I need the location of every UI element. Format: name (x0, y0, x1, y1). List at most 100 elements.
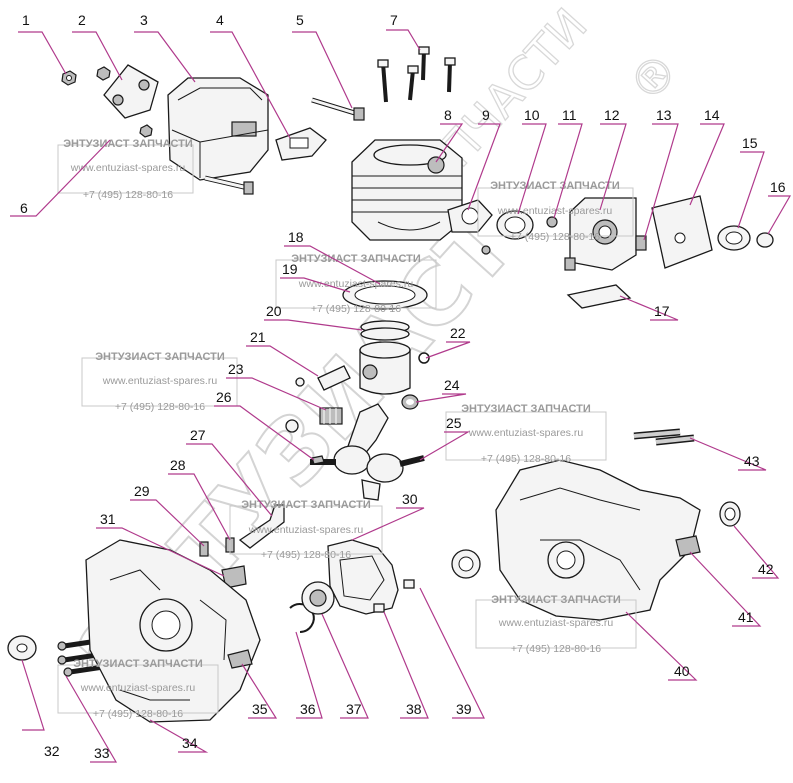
watermark-box-phone: +7 (495) 128-80-16 (510, 231, 600, 243)
part-10-intake-boot (496, 210, 534, 240)
leader-lines (10, 29, 792, 763)
part-23-needle-bearing (319, 407, 343, 425)
callout-19: 19 (282, 261, 298, 277)
part-40-crankcase-right (495, 459, 701, 621)
callout-10: 10 (524, 107, 540, 123)
callout-14: 14 (704, 107, 720, 123)
callout-43: 43 (744, 453, 760, 469)
callout-7: 7 (390, 12, 398, 28)
part-22-circlip (418, 352, 430, 364)
callout-2: 2 (78, 12, 86, 28)
part-21-piston-pin (295, 365, 351, 391)
callout-9: 9 (482, 107, 490, 123)
callout-39: 39 (456, 701, 472, 717)
callout-34: 34 (182, 735, 198, 751)
watermark-box-title: ЭНТУЗИАСТ ЗАПЧАСТИ (63, 138, 193, 150)
part-16-ring (756, 232, 774, 248)
part-39-seal (451, 549, 481, 579)
callout-31: 31 (100, 511, 116, 527)
watermark-box-7: ЭНТУЗИАСТ ЗАПЧАСТИ www.entuziast-spares.… (475, 594, 637, 655)
watermark-box-title: ЭНТУЗИАСТ ЗАПЧАСТИ (73, 658, 203, 670)
watermark-box-url: www.entuziast-spares.ru (497, 205, 613, 217)
part-19-base-gasket (342, 280, 428, 310)
part-2-bracket (96, 64, 159, 138)
watermark-box-title: ЭНТУЗИАСТ ЗАПЧАСТИ (241, 499, 371, 511)
part-24-seal (401, 394, 419, 410)
watermark-box-url: www.entuziast-spares.ru (498, 617, 614, 629)
callout-41: 41 (738, 609, 754, 625)
callout-36: 36 (300, 701, 316, 717)
callout-25: 25 (446, 415, 462, 431)
callout-20: 20 (266, 303, 282, 319)
watermark-box-url: www.entuziast-spares.ru (80, 682, 196, 694)
part-37-bearing (301, 581, 335, 615)
watermark-box-6: ЭНТУЗИАСТ ЗАПЧАСТИ www.entuziast-spares.… (229, 499, 383, 561)
callout-3: 3 (140, 12, 148, 28)
watermark-box-url: www.entuziast-spares.ru (102, 375, 218, 387)
callout-11: 11 (562, 107, 577, 123)
part-15-flange-ring (717, 225, 751, 251)
callout-22: 22 (450, 325, 466, 341)
callout-16: 16 (770, 179, 786, 195)
part-4-gasket (275, 127, 327, 161)
callout-30: 30 (402, 491, 418, 507)
callout-1: 1 (22, 12, 30, 28)
watermark-box-3: ЭНТУЗИАСТ ЗАПЧАСТИ www.entuziast-spares.… (275, 253, 437, 315)
watermark-box-title: ЭНТУЗИАСТ ЗАПЧАСТИ (491, 594, 621, 606)
part-7-cylinder-bolts (377, 46, 456, 103)
watermark-box-url: www.entuziast-spares.ru (248, 524, 364, 536)
watermark-box-2: ЭНТУЗИАСТ ЗАПЧАСТИ www.entuziast-spares.… (477, 180, 634, 243)
callout-8: 8 (444, 107, 452, 123)
watermark-box-url: www.entuziast-spares.ru (70, 162, 186, 174)
watermark-box-title: ЭНТУЗИАСТ ЗАПЧАСТИ (95, 351, 225, 363)
part-27-impulse-hose (238, 504, 285, 549)
part-26-key (285, 419, 325, 465)
watermark-box-8: ЭНТУЗИАСТ ЗАПЧАСТИ www.entuziast-spares.… (57, 658, 219, 720)
watermark-box-phone: +7 (495) 128-80-16 (511, 643, 601, 655)
callout-26: 26 (216, 389, 232, 405)
watermark-box-title: ЭНТУЗИАСТ ЗАПЧАСТИ (461, 403, 591, 415)
callout-29: 29 (134, 483, 150, 499)
callout-13: 13 (656, 107, 672, 123)
part-6-bolt (204, 175, 254, 195)
watermark-box-phone: +7 (495) 128-80-16 (83, 189, 173, 201)
part-11-nut (481, 216, 558, 255)
part-32-washer (7, 635, 37, 661)
callout-21: 21 (250, 329, 266, 345)
callout-17: 17 (654, 303, 670, 319)
part-35-bracket (227, 649, 253, 669)
part-30-crankcase-gasket (327, 539, 399, 615)
callout-4: 4 (216, 12, 224, 28)
watermark-box-4: ЭНТУЗИАСТ ЗАПЧАСТИ www.entuziast-spares.… (81, 351, 238, 413)
part-5-long-bolt (311, 97, 365, 121)
part-9-intake-gasket (447, 199, 493, 233)
callout-33: 33 (94, 745, 110, 761)
callout-35: 35 (252, 701, 268, 717)
watermark-box-title: ЭНТУЗИАСТ ЗАПЧАСТИ (291, 253, 421, 265)
part-1-nut (61, 70, 77, 86)
callout-12: 12 (604, 107, 620, 123)
part-12-flange (564, 197, 647, 271)
callout-27: 27 (190, 427, 206, 443)
part-8-cylinder (351, 139, 463, 241)
part-43-studs (633, 428, 695, 446)
callout-38: 38 (406, 701, 422, 717)
callout-5: 5 (296, 12, 304, 28)
callout-28: 28 (170, 457, 186, 473)
watermark-box-title: ЭНТУЗИАСТ ЗАПЧАСТИ (490, 180, 620, 192)
callout-23: 23 (228, 361, 244, 377)
callout-37: 37 (346, 701, 362, 717)
watermark-box-url: www.entuziast-spares.ru (298, 278, 414, 290)
watermark-box-5: ЭНТУЗИАСТ ЗАПЧАСТИ www.entuziast-spares.… (445, 403, 607, 465)
part-29-pin (199, 541, 209, 557)
watermark-box-url: www.entuziast-spares.ru (468, 427, 584, 439)
callout-labels: 1 2 3 4 5 6 7 8 9 10 11 12 13 14 15 16 1… (20, 12, 786, 761)
part-20-piston (359, 320, 411, 395)
part-42-seal (719, 501, 741, 527)
callout-18: 18 (288, 229, 304, 245)
watermark-box-phone: +7 (495) 128-80-16 (93, 708, 183, 720)
watermark-box-phone: +7 (495) 128-80-16 (481, 453, 571, 465)
part-41-bracket (675, 535, 701, 557)
watermark-box-phone: +7 (495) 128-80-16 (115, 401, 205, 413)
